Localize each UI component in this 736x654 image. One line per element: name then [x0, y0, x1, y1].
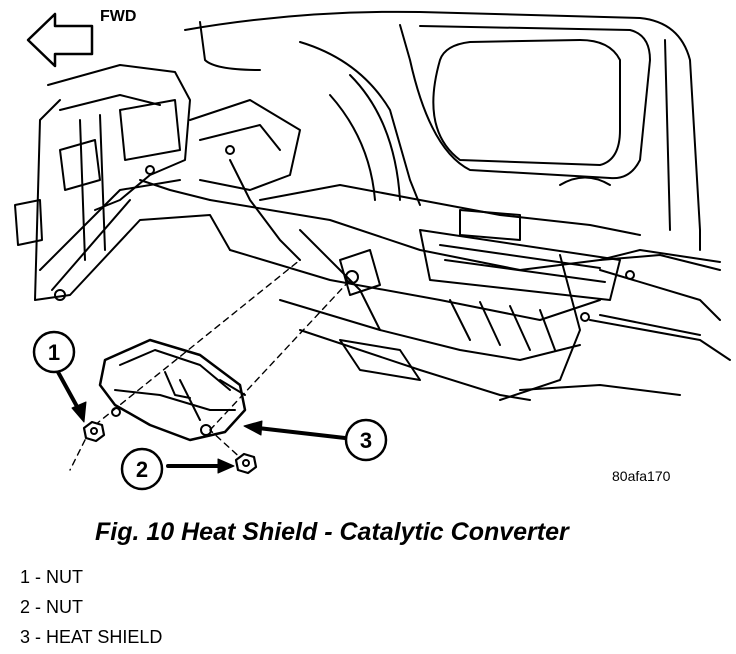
callout-2-number: 2	[136, 457, 148, 482]
vehicle-underbody-illustration: FWD 1 2 3	[14, 8, 731, 491]
body-shell-outline	[184, 10, 701, 251]
legend-item-heat-shield: 3 - HEAT SHIELD	[20, 627, 163, 647]
callout-3-leader	[243, 420, 347, 440]
figure-code: 80afa170	[612, 468, 671, 484]
callout-1-circle	[32, 330, 76, 374]
nut-2-part	[234, 452, 258, 475]
floor-pan	[209, 184, 731, 401]
callout-3-circle	[344, 418, 388, 462]
callout-1-leader	[56, 370, 87, 423]
installation-guide-lines	[69, 259, 351, 471]
callout-1-number: 1	[48, 340, 60, 365]
figure-caption: Fig. 10 Heat Shield - Catalytic Converte…	[95, 518, 569, 546]
legend-item-nut-2: 2 - NUT	[20, 597, 83, 617]
legend-item-nut-1: 1 - NUT	[20, 567, 83, 587]
callout-3-number: 3	[360, 428, 372, 453]
fwd-arrow-icon	[26, 12, 94, 68]
callout-2-leader	[166, 458, 235, 474]
callout-2-circle	[120, 447, 164, 491]
parts-legend: 1 - NUT 2 - NUT 3 - HEAT SHIELD	[20, 562, 162, 652]
nut-1-part	[82, 420, 106, 443]
fwd-label: FWD	[100, 8, 136, 25]
front-subframe	[14, 64, 301, 301]
heat-shield-part	[98, 338, 247, 442]
